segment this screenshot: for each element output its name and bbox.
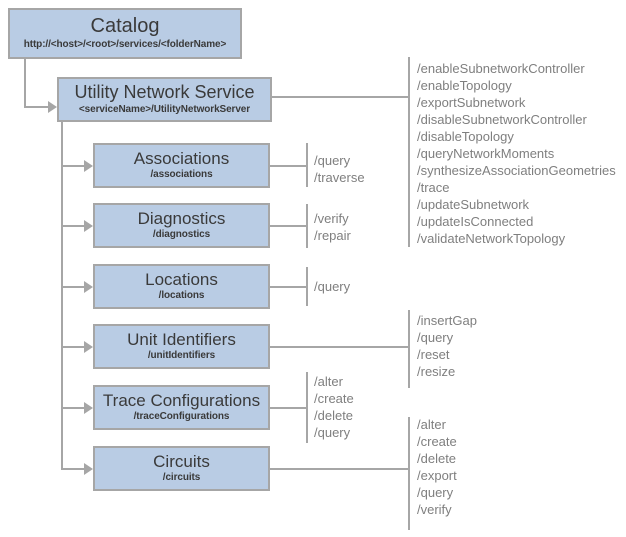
connector-trace-configurations-ops bbox=[270, 406, 306, 409]
connector-circuits-ops bbox=[270, 467, 408, 470]
circuits-operations-list: /alter /create /delete /export /query /v… bbox=[417, 416, 457, 518]
connector-branch-diagnostics bbox=[61, 224, 85, 227]
associations-node: Associations /associations bbox=[93, 143, 270, 188]
operation-label: /alter bbox=[314, 374, 343, 389]
service-title: Utility Network Service bbox=[74, 82, 255, 103]
operation-label: /updateIsConnected bbox=[417, 214, 534, 229]
diagnostics-node: Diagnostics /diagnostics bbox=[93, 203, 270, 248]
operation-label: /query bbox=[314, 425, 351, 440]
trace-configurations-subtitle: /traceConfigurations bbox=[133, 411, 230, 423]
catalog-node: Catalog http://<host>/<root>/services/<f… bbox=[8, 8, 242, 59]
connector-branch-locations bbox=[61, 285, 85, 288]
associations-operations-list: /query /traverse bbox=[314, 152, 365, 186]
operation-label: /delete bbox=[314, 408, 354, 423]
operation-label: /traverse bbox=[314, 170, 365, 185]
unit-identifiers-title: Unit Identifiers bbox=[127, 329, 236, 349]
connector-branch-associations bbox=[61, 164, 85, 167]
associations-subtitle: /associations bbox=[150, 169, 213, 181]
unit-identifiers-subtitle: /unitIdentifiers bbox=[147, 350, 216, 362]
trace-configurations-operations-list: /alter /create /delete /query bbox=[314, 373, 354, 441]
circuits-node: Circuits /circuits bbox=[93, 446, 270, 491]
operations-bracket-locations bbox=[306, 267, 308, 306]
connector-diagnostics-ops bbox=[270, 224, 306, 227]
arrowhead-diagnostics bbox=[84, 219, 93, 232]
operation-label: /repair bbox=[314, 228, 351, 243]
catalog-subtitle: http://<host>/<root>/services/<folderNam… bbox=[23, 38, 227, 50]
arrowhead-associations bbox=[84, 159, 93, 172]
operation-label: /enableTopology bbox=[417, 78, 512, 93]
connector-catalog-drop bbox=[24, 59, 26, 108]
trace-configurations-title: Trace Configurations bbox=[102, 390, 261, 410]
operations-bracket-associations bbox=[306, 143, 308, 187]
connector-locations-ops bbox=[270, 285, 306, 288]
operation-label: /delete bbox=[417, 451, 457, 466]
operation-label: /synthesizeAssociationGeometries bbox=[417, 163, 616, 178]
locations-node: Locations /locations bbox=[93, 264, 270, 309]
operation-label: /validateNetworkTopology bbox=[417, 231, 566, 246]
service-operations-list: /enableSubnetworkController /enableTopol… bbox=[417, 60, 616, 247]
operation-label: /create bbox=[314, 391, 354, 406]
operation-label: /disableTopology bbox=[417, 129, 514, 144]
operation-label: /verify bbox=[314, 211, 349, 226]
arrowhead-unit-identifiers bbox=[84, 340, 93, 353]
operation-label: /query bbox=[417, 330, 454, 345]
operation-label: /disableSubnetworkController bbox=[417, 112, 587, 127]
operation-label: /queryNetworkMoments bbox=[417, 146, 555, 161]
operation-label: /insertGap bbox=[417, 313, 477, 328]
circuits-subtitle: /circuits bbox=[162, 472, 201, 484]
operations-bracket-service bbox=[408, 57, 410, 247]
operation-label: /updateSubnetwork bbox=[417, 197, 530, 212]
service-subtitle: <serviceName>/UtilityNetworkServer bbox=[78, 103, 251, 115]
operation-label: /resize bbox=[417, 364, 456, 379]
connector-catalog-to-service bbox=[24, 106, 50, 108]
operation-label: /alter bbox=[417, 417, 446, 432]
arrowhead-locations bbox=[84, 280, 93, 293]
operation-label: /export bbox=[417, 468, 457, 483]
connector-service-to-operations bbox=[270, 96, 409, 98]
connector-trunk bbox=[61, 122, 63, 470]
locations-operations-list: /query bbox=[314, 278, 350, 295]
operation-label: /enableSubnetworkController bbox=[417, 61, 585, 76]
connector-branch-circuits bbox=[61, 467, 85, 470]
operation-label: /query bbox=[314, 153, 351, 168]
operation-label: /verify bbox=[417, 502, 452, 517]
operations-bracket-circuits bbox=[408, 417, 410, 530]
diagnostics-operations-list: /verify /repair bbox=[314, 210, 351, 244]
operation-label: /exportSubnetwork bbox=[417, 95, 526, 110]
associations-title: Associations bbox=[133, 148, 230, 168]
operation-label: /trace bbox=[417, 180, 450, 195]
operations-bracket-diagnostics bbox=[306, 204, 308, 248]
unit-identifiers-node: Unit Identifiers /unitIdentifiers bbox=[93, 324, 270, 369]
utility-network-service-node: Utility Network Service <serviceName>/Ut… bbox=[57, 77, 272, 122]
diagnostics-title: Diagnostics bbox=[137, 208, 226, 228]
locations-title: Locations bbox=[145, 269, 218, 289]
operation-label: /query bbox=[417, 485, 454, 500]
unit-identifiers-operations-list: /insertGap /query /reset /resize bbox=[417, 312, 477, 380]
arrowhead-circuits bbox=[84, 462, 93, 475]
connector-branch-trace-configurations bbox=[61, 406, 85, 409]
diagnostics-subtitle: /diagnostics bbox=[152, 229, 211, 241]
connector-associations-ops bbox=[270, 164, 306, 167]
circuits-title: Circuits bbox=[153, 451, 210, 471]
locations-subtitle: /locations bbox=[158, 290, 205, 302]
operation-label: /query bbox=[314, 279, 351, 294]
operations-bracket-unit-identifiers bbox=[408, 310, 410, 388]
operation-label: /reset bbox=[417, 347, 450, 362]
operation-label: /create bbox=[417, 434, 457, 449]
arrowhead-service bbox=[48, 101, 57, 113]
catalog-title: Catalog bbox=[90, 15, 160, 38]
operations-bracket-trace-configurations bbox=[306, 372, 308, 443]
connector-unit-identifiers-ops bbox=[270, 345, 408, 348]
trace-configurations-node: Trace Configurations /traceConfiguration… bbox=[93, 385, 270, 430]
arrowhead-trace-configurations bbox=[84, 401, 93, 414]
connector-branch-unit-identifiers bbox=[61, 345, 85, 348]
